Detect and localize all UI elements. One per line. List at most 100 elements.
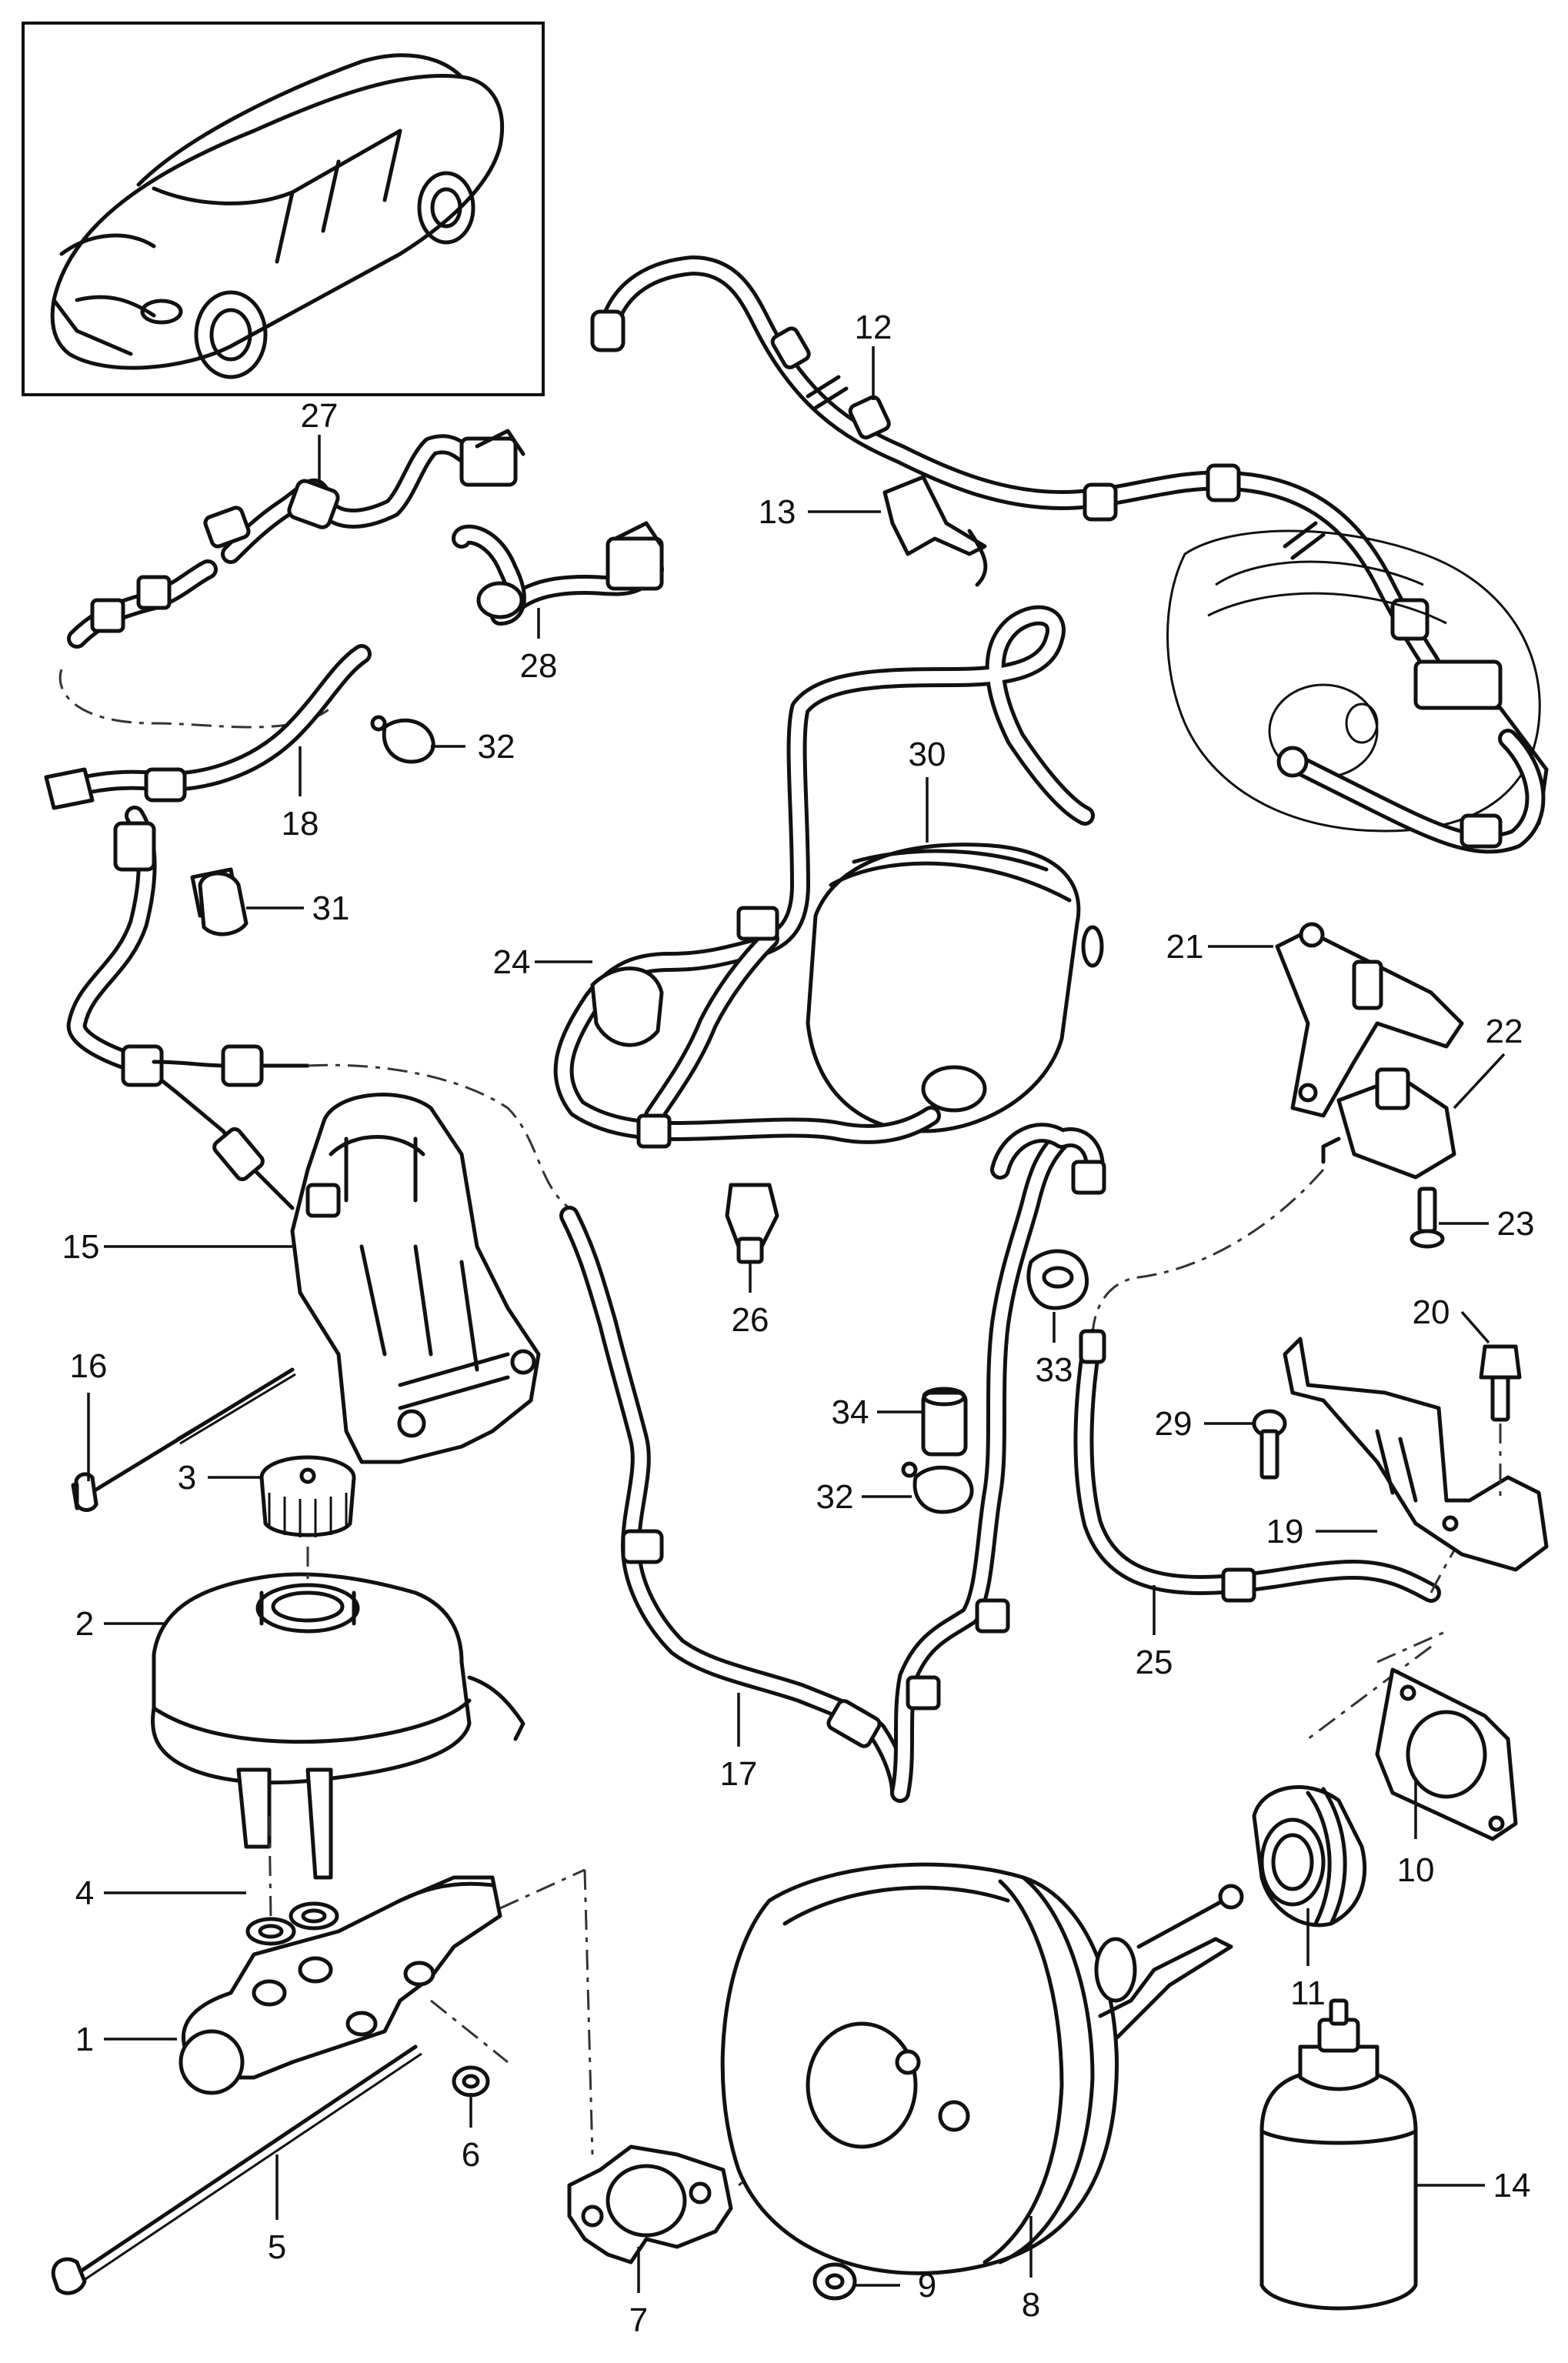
callout-7: 7 [629, 2247, 648, 2339]
callout-label: 8 [1022, 2286, 1040, 2324]
callout-label: 32 [478, 728, 515, 766]
callout-label: 26 [732, 1301, 769, 1339]
callout-8: 8 [1022, 2216, 1040, 2324]
stud-bolt-5 [51, 2044, 422, 2295]
callout-label: 24 [493, 943, 531, 981]
callout-label: 9 [918, 2267, 936, 2305]
callout-31: 31 [246, 889, 349, 927]
callout-15: 15 [62, 1228, 292, 1266]
bracket-19 [1283, 1337, 1549, 1572]
callout-29: 29 [1155, 1405, 1254, 1443]
callout-28: 28 [520, 608, 558, 685]
valve-22 [1321, 1067, 1456, 1180]
callout-label: 5 [268, 2228, 286, 2266]
callout-label: 19 [1266, 1513, 1304, 1550]
sleeve-31 [198, 871, 249, 936]
callout-label: 10 [1397, 1851, 1435, 1889]
brake-fluid-bottle-14 [1259, 1998, 1418, 2311]
callout-34: 34 [832, 1393, 923, 1431]
reservoir-cap-3 [259, 1455, 356, 1537]
boot-11 [1252, 1785, 1367, 1927]
callout-3: 3 [178, 1459, 262, 1497]
nut-6 [452, 2065, 490, 2098]
vacuum-line-17 [559, 1123, 1106, 1803]
callout-2: 2 [75, 1605, 165, 1643]
seals-4 [245, 1901, 339, 1946]
screw-23 [1410, 1187, 1445, 1249]
callout-5: 5 [268, 2154, 286, 2266]
vacuum-line-12 [590, 255, 1449, 687]
callout-label: 12 [855, 309, 892, 346]
callout-label: 11 [1290, 1974, 1326, 2012]
sleeve-34 [921, 1387, 968, 1457]
clamp-32-middle [901, 1461, 974, 1514]
callout-32-middle: 32 [816, 1478, 912, 1516]
callout-25: 25 [1136, 1585, 1173, 1681]
callout-23: 23 [1439, 1205, 1534, 1243]
clamp-32-top [370, 715, 435, 764]
hose-clip-26 [725, 1183, 779, 1264]
callout-label: 22 [1486, 1013, 1523, 1050]
callout-label: 21 [1166, 928, 1204, 966]
callout-1: 1 [75, 2021, 177, 2058]
callout-label: 2 [75, 1605, 94, 1643]
callout-33: 33 [1036, 1312, 1073, 1389]
hose-clamp-33 [1026, 1249, 1089, 1310]
bolt-20 [1479, 1344, 1522, 1500]
bracket-21 [1275, 922, 1464, 1118]
callout-label: 16 [70, 1347, 108, 1385]
callout-label: 27 [301, 397, 339, 435]
callout-label: 30 [909, 736, 946, 773]
callout-21: 21 [1166, 928, 1273, 966]
callout-label: 15 [62, 1228, 100, 1266]
callout-label: 34 [832, 1393, 869, 1431]
callout-30: 30 [909, 736, 946, 843]
callout-13: 13 [759, 493, 881, 531]
callout-label: 14 [1493, 2167, 1531, 2204]
callout-26: 26 [732, 1262, 769, 1339]
callout-label: 1 [75, 2021, 94, 2058]
vehicle-thumbnail [22, 22, 545, 396]
hose-clip-13 [882, 475, 988, 587]
callout-label: 18 [282, 805, 319, 843]
callout-19: 19 [1266, 1513, 1377, 1550]
booster-reference-view [1166, 529, 1549, 854]
callout-label: 13 [759, 493, 796, 531]
callout-label: 3 [178, 1459, 196, 1497]
nut-9 [812, 2262, 857, 2301]
vacuum-line-25 [1073, 1169, 1479, 1603]
brake-booster-8 [720, 1862, 1244, 2275]
callout-label: 32 [816, 1478, 854, 1516]
callout-label: 25 [1136, 1644, 1173, 1681]
callout-12: 12 [855, 309, 892, 400]
callout-label: 20 [1413, 1293, 1450, 1331]
vacuum-line-24 [553, 605, 1095, 1149]
gasket-10 [1375, 1667, 1518, 1841]
callout-label: 17 [720, 1755, 758, 1793]
callout-label: 28 [520, 647, 558, 685]
callout-14: 14 [1416, 2167, 1530, 2204]
callout-label: 23 [1497, 1205, 1535, 1243]
callout-17: 17 [720, 1693, 758, 1793]
master-cylinder-assembly-15 [290, 1093, 541, 1464]
callout-label: 4 [75, 1874, 94, 1912]
callout-6: 6 [462, 2093, 480, 2174]
callout-label: 31 [312, 889, 350, 927]
callout-4: 4 [75, 1874, 246, 1912]
callout-label: 33 [1036, 1351, 1073, 1389]
callout-label: 7 [629, 2301, 648, 2339]
callout-11: 11 [1290, 1908, 1326, 2012]
callout-label: 29 [1155, 1405, 1193, 1443]
callout-9: 9 [854, 2267, 936, 2305]
vacuum-reservoir-30 [806, 843, 1104, 1133]
callout-20: 20 [1413, 1293, 1490, 1344]
brake-fluid-reservoir-2 [150, 1572, 525, 1880]
callout-27: 27 [301, 397, 339, 485]
callout-18: 18 [282, 746, 319, 843]
callout-16: 16 [70, 1347, 108, 1481]
callout-22: 22 [1453, 1013, 1523, 1110]
callout-10: 10 [1397, 1777, 1435, 1889]
callout-24: 24 [493, 943, 592, 981]
master-cylinder-1 [178, 1875, 502, 2095]
